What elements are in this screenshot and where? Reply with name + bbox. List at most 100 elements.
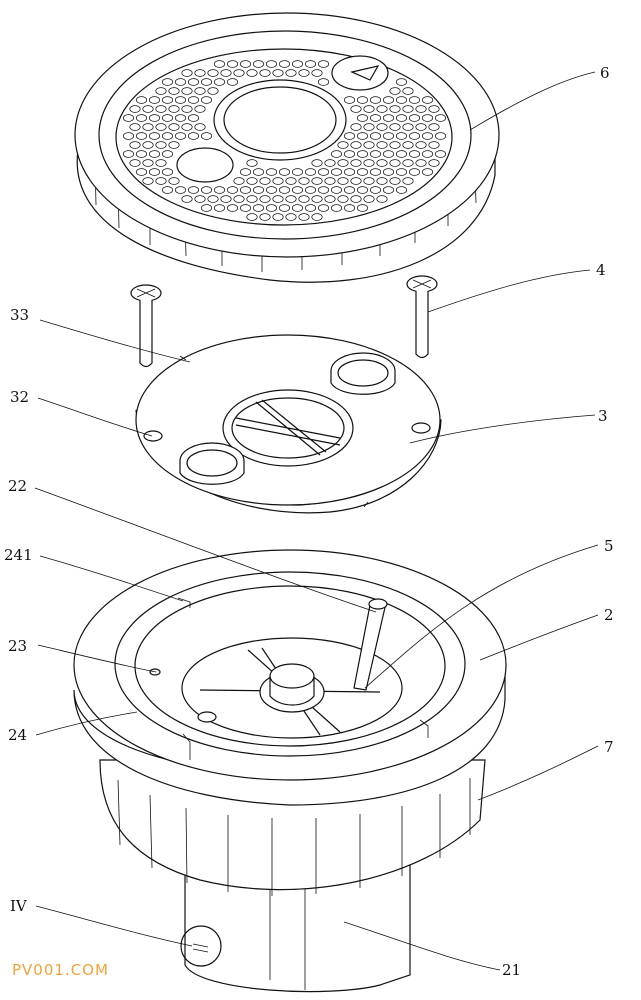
perforation-hole <box>402 159 414 167</box>
perforation-hole <box>415 159 427 167</box>
perforation-hole <box>337 141 349 149</box>
perforation-hole <box>278 186 291 194</box>
perforation-hole <box>389 159 401 167</box>
perforation-hole <box>259 177 271 185</box>
perforation-hole <box>155 123 167 131</box>
perforation-hole <box>155 177 167 185</box>
perforation-hole <box>395 168 408 176</box>
perforation-hole <box>363 159 375 167</box>
perforation-hole <box>389 105 401 113</box>
perforation-hole <box>135 132 148 140</box>
perforation-hole <box>161 132 174 140</box>
perforation-hole <box>285 213 297 221</box>
label-24: 24 <box>8 726 27 744</box>
perforation-hole <box>200 204 213 212</box>
perforation-hole <box>363 141 375 149</box>
perforation-hole <box>174 114 187 122</box>
perforation-hole <box>363 195 375 203</box>
perforation-hole <box>155 159 167 167</box>
perforation-hole <box>298 213 310 221</box>
perforation-hole <box>415 123 427 131</box>
perforation-hole <box>239 186 252 194</box>
perforation-hole <box>428 159 440 167</box>
part-6-strainer-cover <box>74 12 500 283</box>
perforation-hole <box>233 69 245 77</box>
label-2: 2 <box>604 606 614 624</box>
part-3-mounting-plate <box>135 334 442 514</box>
perforation-hole <box>252 168 265 176</box>
perforation-hole <box>382 186 395 194</box>
perforation-hole <box>168 105 180 113</box>
perforation-hole <box>382 168 395 176</box>
perforation-hole <box>343 96 356 104</box>
perforation-hole <box>395 78 408 86</box>
perforation-hole <box>181 69 193 77</box>
perforation-hole <box>148 168 161 176</box>
perforation-hole <box>415 141 427 149</box>
perforation-hole <box>291 204 304 212</box>
perforation-hole <box>226 204 239 212</box>
perforation-hole <box>213 78 226 86</box>
perforation-hole <box>434 114 447 122</box>
perforation-hole <box>194 105 206 113</box>
perforation-hole <box>252 60 265 68</box>
perforation-hole <box>434 132 447 140</box>
perforation-hole <box>337 159 349 167</box>
perforation-hole <box>135 96 148 104</box>
perforation-hole <box>376 141 388 149</box>
perforation-hole <box>298 195 310 203</box>
perforation-hole <box>187 186 200 194</box>
perforation-hole <box>168 141 180 149</box>
perforation-hole <box>226 78 239 86</box>
perforation-hole <box>181 87 193 95</box>
perforation-hole <box>350 159 362 167</box>
perforation-hole <box>285 69 297 77</box>
perforation-hole <box>181 123 193 131</box>
perforation-hole <box>415 105 427 113</box>
perforation-hole <box>343 150 356 158</box>
perforation-hole <box>389 123 401 131</box>
watermark-text: PV001.COM <box>12 961 109 979</box>
perforation-hole <box>226 60 239 68</box>
perforation-hole <box>350 105 362 113</box>
perforation-hole <box>376 123 388 131</box>
perforation-hole <box>428 105 440 113</box>
perforation-hole <box>174 186 187 194</box>
perforation-hole <box>376 177 388 185</box>
perforation-hole <box>369 132 382 140</box>
perforation-hole <box>142 177 154 185</box>
label-241: 241 <box>4 546 33 564</box>
perforation-hole <box>129 105 141 113</box>
perforation-hole <box>369 96 382 104</box>
perforation-hole <box>402 105 414 113</box>
perforation-hole <box>174 78 187 86</box>
perforation-hole <box>285 195 297 203</box>
perforation-hole <box>161 150 174 158</box>
perforation-hole <box>155 141 167 149</box>
perforation-hole <box>408 96 421 104</box>
perforation-hole <box>350 195 362 203</box>
perforation-hole <box>122 132 135 140</box>
perforation-hole <box>421 132 434 140</box>
perforation-hole <box>194 195 206 203</box>
perforation-hole <box>356 96 369 104</box>
perforation-hole <box>304 168 317 176</box>
perforation-hole <box>220 69 232 77</box>
perforation-hole <box>369 114 382 122</box>
reference-labels: 6 4 33 32 3 22 5 241 2 23 24 7 IV 21 <box>4 64 614 979</box>
perforation-hole <box>252 186 265 194</box>
perforation-hole <box>298 69 310 77</box>
perforation-hole <box>421 114 434 122</box>
perforation-hole <box>174 132 187 140</box>
perforation-hole <box>324 159 336 167</box>
perforation-hole <box>382 96 395 104</box>
perforation-hole <box>259 195 271 203</box>
perforation-hole <box>207 69 219 77</box>
perforation-hole <box>395 186 408 194</box>
perforation-hole <box>213 204 226 212</box>
perforation-hole <box>181 195 193 203</box>
perforation-hole <box>376 195 388 203</box>
perforation-hole <box>389 87 401 95</box>
perforation-hole <box>148 96 161 104</box>
perforation-hole <box>239 168 252 176</box>
